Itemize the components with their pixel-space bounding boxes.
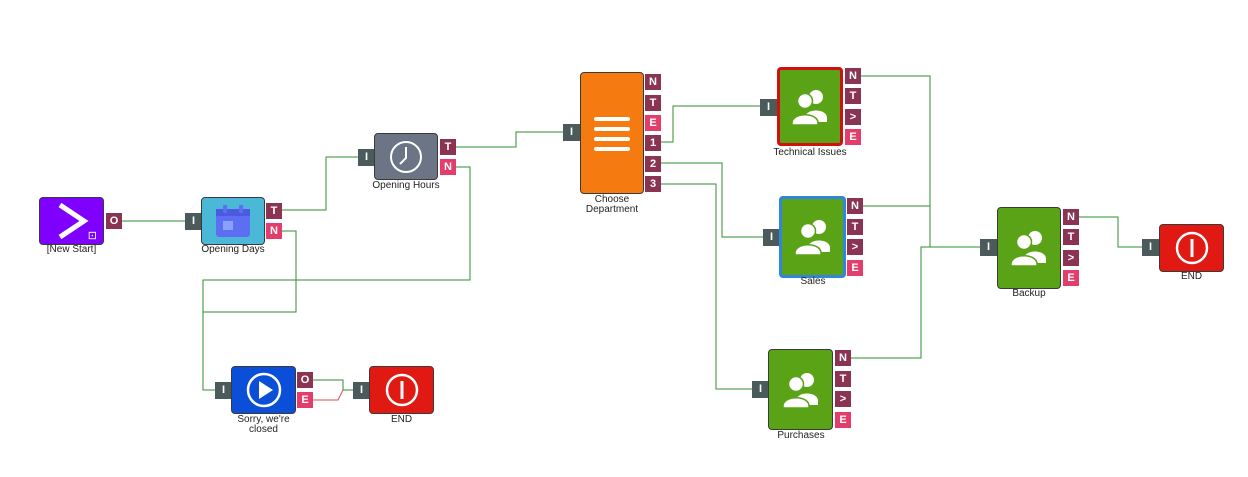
opening-hours-input-port[interactable]: I xyxy=(358,149,375,166)
link-closed-out-to-end[interactable] xyxy=(313,379,354,391)
sales-no-port[interactable]: N xyxy=(847,198,863,214)
technical-issues-input-port[interactable]: I xyxy=(760,99,777,116)
users-icon xyxy=(792,218,834,256)
technical-issues-no-port[interactable]: N xyxy=(845,68,861,84)
backup-label: Backup xyxy=(1012,288,1046,299)
purchases-error-port[interactable]: E xyxy=(835,412,851,428)
backup-error-port[interactable]: E xyxy=(1063,270,1079,286)
choose-department-option-1-port[interactable]: 1 xyxy=(645,135,661,151)
technical-issues-timeout-port[interactable]: T xyxy=(845,88,861,104)
link-dept-1-to-technical[interactable] xyxy=(661,105,762,143)
menu-icon xyxy=(592,113,632,153)
link-closed-error-to-end[interactable] xyxy=(313,389,344,401)
link-dept-2-to-sales[interactable] xyxy=(661,162,764,238)
link-hours-true-to-department[interactable] xyxy=(455,131,563,148)
play-icon xyxy=(245,371,283,409)
opening-hours-node[interactable] xyxy=(374,133,438,180)
end-bottom-label: END xyxy=(390,414,413,425)
stop-icon xyxy=(1174,230,1210,266)
backup-no-port[interactable]: N xyxy=(1063,209,1079,225)
new-start-label: [New Start] xyxy=(46,244,97,255)
purchases-next-port[interactable]: > xyxy=(835,391,851,407)
sales-error-port[interactable]: E xyxy=(847,260,863,276)
choose-department-input-port[interactable]: I xyxy=(563,124,580,141)
sales-label: Sales xyxy=(800,276,826,287)
choose-department-label: Choose Department xyxy=(585,194,639,215)
users-icon xyxy=(780,371,822,409)
sales-node[interactable] xyxy=(779,196,846,278)
choose-department-node[interactable] xyxy=(580,72,644,194)
technical-issues-next-port[interactable]: > xyxy=(845,109,861,125)
opening-hours-true-port[interactable]: T xyxy=(440,139,456,155)
end-bottom-input-port[interactable]: I xyxy=(353,382,370,399)
opening-days-node[interactable] xyxy=(201,197,265,245)
opening-hours-no-port[interactable]: N xyxy=(440,159,456,175)
clock-icon xyxy=(388,139,424,175)
choose-department-option-3-port[interactable]: 3 xyxy=(645,176,661,192)
stop-icon xyxy=(384,372,420,408)
purchases-node[interactable] xyxy=(768,349,833,430)
link-dept-3-to-purchases[interactable] xyxy=(661,183,753,390)
choose-department-error-port[interactable]: E xyxy=(645,115,661,131)
backup-next-port[interactable]: > xyxy=(1063,250,1079,266)
chevron-right-icon xyxy=(52,201,92,241)
sorry-closed-label: Sorry, we're closed xyxy=(237,414,290,435)
technical-issues-label: Technical Issues xyxy=(773,147,847,158)
purchases-input-port[interactable]: I xyxy=(752,381,769,398)
sorry-closed-error-port[interactable]: E xyxy=(297,392,313,408)
sorry-closed-input-port[interactable]: I xyxy=(215,382,232,399)
choose-department-no-input-port[interactable]: N xyxy=(645,74,661,90)
purchases-no-port[interactable]: N xyxy=(835,350,851,366)
link-days-true-to-hours[interactable] xyxy=(281,156,358,211)
users-icon xyxy=(1008,229,1050,267)
end-right-node[interactable] xyxy=(1159,224,1224,272)
backup-timeout-port[interactable]: T xyxy=(1063,229,1079,245)
link-hours-no-to-closed[interactable] xyxy=(202,166,471,390)
opening-days-label: Opening Days xyxy=(201,244,265,255)
opening-days-true-port[interactable]: T xyxy=(266,203,282,219)
end-right-input-port[interactable]: I xyxy=(1142,239,1159,256)
opening-days-input-port[interactable]: I xyxy=(185,213,202,230)
sales-next-port[interactable]: > xyxy=(847,239,863,255)
purchases-timeout-port[interactable]: T xyxy=(835,371,851,387)
purchases-label: Purchases xyxy=(777,430,825,441)
backup-input-port[interactable]: I xyxy=(980,239,997,256)
link-days-no-to-closed[interactable] xyxy=(202,230,297,391)
choose-department-option-2-port[interactable]: 2 xyxy=(645,156,661,172)
new-start-node[interactable]: ⊡ xyxy=(39,197,104,245)
opening-hours-label: Opening Hours xyxy=(372,180,440,191)
new-start-output-port[interactable]: O xyxy=(106,213,122,229)
end-bottom-node[interactable] xyxy=(369,366,434,414)
users-icon xyxy=(789,88,831,126)
end-right-label: END xyxy=(1180,271,1203,282)
link-technical-no-to-backup[interactable] xyxy=(861,75,982,248)
sorry-closed-output-port[interactable]: O xyxy=(297,372,313,388)
technical-issues-error-port[interactable]: E xyxy=(845,129,861,145)
backup-node[interactable] xyxy=(997,207,1061,289)
sorry-closed-node[interactable] xyxy=(231,366,296,414)
calendar-icon xyxy=(214,203,252,239)
link-sales-no-to-backup[interactable] xyxy=(863,205,931,247)
new-start-badge: ⊡ xyxy=(87,230,97,242)
link-backup-no-to-end[interactable] xyxy=(1079,216,1142,248)
choose-department-timeout-port[interactable]: T xyxy=(645,95,661,111)
link-purchases-no-to-backup[interactable] xyxy=(851,246,982,359)
technical-issues-node[interactable] xyxy=(777,67,843,146)
opening-days-no-port[interactable]: N xyxy=(266,223,282,239)
sales-input-port[interactable]: I xyxy=(763,229,780,246)
sales-timeout-port[interactable]: T xyxy=(847,219,863,235)
